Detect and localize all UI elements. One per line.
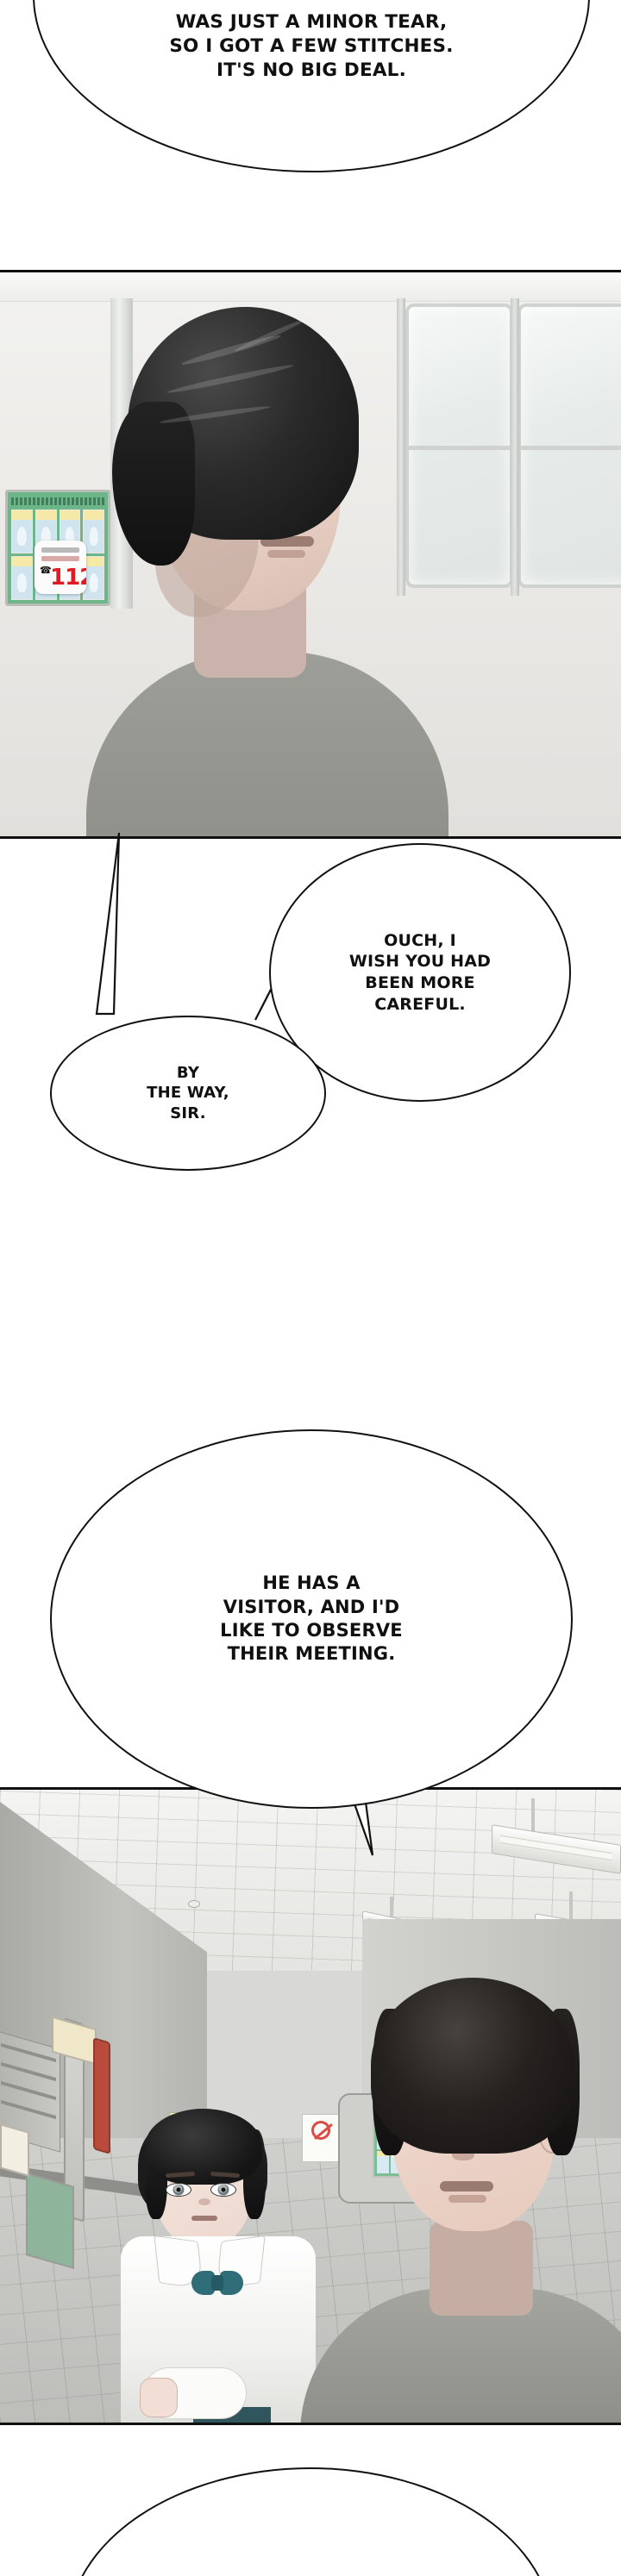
panel-2: CCTV in operation 112 <box>0 1787 621 2425</box>
man-shoulders <box>86 652 448 836</box>
lamp-rod <box>390 1897 393 1919</box>
speech-bubble-5 <box>67 2467 554 2576</box>
photo-card <box>83 510 104 553</box>
bow-tie-knot <box>211 2275 223 2291</box>
man-hair <box>112 307 359 566</box>
speech-bubble-2: OUCH, I WISH YOU HAD BEEN MORE CAREFUL. <box>269 843 571 1102</box>
window-mullion <box>409 446 510 450</box>
speech-bubble-3-tail <box>95 832 121 1016</box>
photo-card <box>83 556 104 600</box>
lamp-rod <box>531 1798 535 1836</box>
emergency-number: 112 <box>50 565 86 591</box>
notice-board: ☎ 112 <box>5 490 110 606</box>
card-text-line <box>41 547 79 553</box>
locker-slot <box>1 2099 56 2120</box>
hair-highlight <box>233 316 307 354</box>
glass-partition-left <box>405 303 513 588</box>
crossed-cigarette-icon <box>311 2121 330 2141</box>
phone-icon: ☎ <box>40 566 52 576</box>
speech-bubble-4-text: HE HAS A VISITOR, AND I'D LIKE TO OBSERV… <box>220 1572 403 1665</box>
glass-partition-right <box>518 303 621 588</box>
man-hair <box>371 1978 574 2154</box>
window-mullion <box>521 446 621 450</box>
panel-1: ☎ 112 <box>0 270 621 839</box>
man-neck <box>430 2221 533 2316</box>
emergency-number-card: ☎ 112 <box>34 541 86 594</box>
hair-highlight <box>159 403 271 426</box>
girl-hair-front <box>145 2109 262 2185</box>
window-frame-post <box>397 298 405 596</box>
notice-board-header <box>11 497 104 505</box>
smoke-detector <box>188 1900 200 1908</box>
speech-bubble-1: WAS JUST A MINOR TEAR, SO I GOT A FEW ST… <box>33 0 590 172</box>
ceiling-band <box>0 272 621 302</box>
wall-poster-warning <box>0 2123 29 2177</box>
photo-card <box>11 556 33 600</box>
speech-bubble-4: HE HAS A VISITOR, AND I'D LIKE TO OBSERV… <box>50 1429 573 1809</box>
girl-hand <box>140 2378 178 2417</box>
man-upper-lip <box>440 2181 493 2191</box>
locker-slot <box>1 2061 56 2082</box>
man-lower-lip <box>448 2195 486 2203</box>
green-door[interactable] <box>26 2172 74 2270</box>
character-man <box>86 307 448 836</box>
pupil <box>176 2187 181 2192</box>
bow-tie-wing-right <box>220 2271 243 2295</box>
fire-cabinet[interactable] <box>93 2037 110 2154</box>
girl-nose <box>198 2198 210 2205</box>
pupil <box>221 2187 226 2192</box>
man-lower-lip <box>267 550 305 558</box>
photo-card <box>377 2151 389 2173</box>
speech-bubble-1-text: WAS JUST A MINOR TEAR, SO I GOT A FEW ST… <box>169 11 454 81</box>
speech-bubble-3-text: BY THE WAY, SIR. <box>147 1063 229 1122</box>
locker-slot <box>1 2042 56 2063</box>
card-text-line <box>41 556 79 561</box>
bow-tie <box>191 2271 243 2295</box>
lamp-rod <box>569 1891 573 1924</box>
speech-bubble-2-text: OUCH, I WISH YOU HAD BEEN MORE CAREFUL. <box>348 930 492 1014</box>
girl-mouth <box>191 2216 217 2221</box>
girl-eye-left <box>166 2183 191 2197</box>
speech-bubble-3: BY THE WAY, SIR. <box>50 1016 326 1171</box>
girl-eye-right <box>210 2183 236 2197</box>
photo-card <box>11 510 33 553</box>
locker-slot <box>1 2080 56 2101</box>
no-smoking-sign <box>302 2114 340 2162</box>
bow-tie-wing-left <box>191 2271 215 2295</box>
character-schoolgirl <box>119 2109 317 2423</box>
hair-highlight <box>166 362 295 396</box>
window-frame-post <box>511 298 519 596</box>
character-man <box>300 1978 621 2423</box>
